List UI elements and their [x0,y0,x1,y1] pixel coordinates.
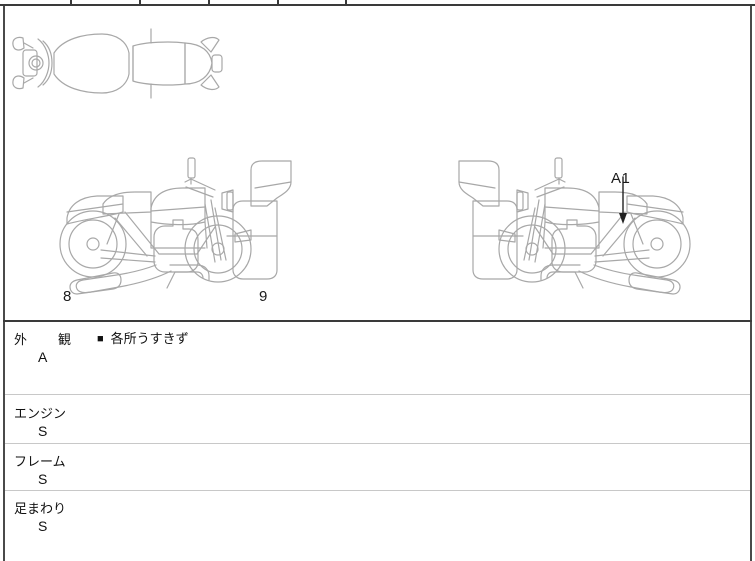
top-table-divider-1 [70,0,72,5]
a1-callout-arrowhead [619,213,627,224]
top-spec-table [0,0,755,6]
grade-label-engine: エンジン [14,406,67,421]
top-table-divider-2 [139,0,141,5]
sheet-right-border [750,6,752,561]
top-view-motorcycle [12,28,223,99]
grade-table-top-border [3,320,752,322]
illustration-label-a1: A1 [611,170,631,187]
illustration-panel: 8 9 A1 [5,12,750,320]
grade-row-separator-1 [5,394,750,395]
grade-row-separator-2 [5,443,750,444]
top-table-divider-4 [277,0,279,5]
grade-value-suspension: S [38,518,48,534]
grade-row-suspension: 足まわり S [5,493,750,553]
right-side-view-motorcycle [458,157,691,295]
grade-value-engine: S [38,423,48,439]
motorcycle-diagram-svg [12,28,691,295]
note-text-exterior: 各所うすきず [110,331,189,346]
grade-label-exterior: 外 観 [14,332,81,347]
grade-value-exterior: A [38,349,48,365]
top-table-bottom-border [0,4,755,6]
illustration-label-8: 8 [63,288,72,305]
grade-row-exterior: 外 観 A ■ 各所うすきず [5,324,750,394]
left-side-view-motorcycle [59,157,292,295]
grade-label-suspension: 足まわり [14,501,67,516]
grade-label-frame: フレーム [14,454,66,469]
grade-note-exterior: ■ 各所うすきず [97,328,189,347]
grade-row-separator-3 [5,490,750,491]
sheet-left-border [3,6,5,561]
top-table-divider-5 [345,0,347,5]
top-table-divider-3 [208,0,210,5]
illustration-label-9: 9 [259,288,268,305]
grade-value-frame: S [38,471,48,487]
note-bullet-icon: ■ [97,333,104,345]
grade-row-frame: フレーム S [5,446,750,490]
grade-row-engine: エンジン S [5,398,750,443]
